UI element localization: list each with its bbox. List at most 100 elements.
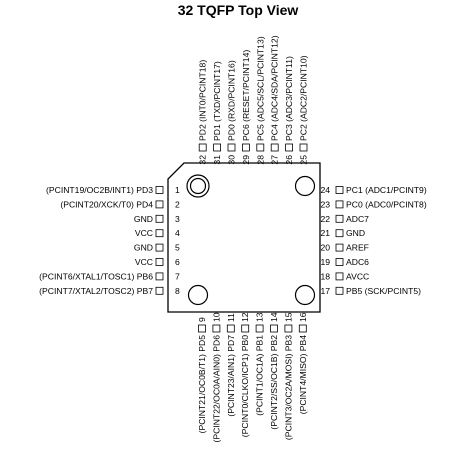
- package-body: [167, 162, 321, 313]
- pin-pad: [335, 286, 344, 295]
- pin-pad: [241, 324, 250, 333]
- pin-pad: [212, 324, 221, 333]
- pin-number: 27: [270, 155, 280, 165]
- diagram-title: 32 TQFP Top View: [178, 2, 299, 18]
- pin-label: PC0 (ADC0/PCINT8): [346, 199, 427, 209]
- pin-pad: [155, 272, 164, 281]
- pin-label: ADC7: [346, 214, 369, 224]
- pin-label: (PCINT6/XTAL1/TOSC1) PB6: [39, 271, 153, 281]
- pin-pad: [285, 143, 294, 152]
- pin-label: GND: [346, 228, 365, 238]
- pin-number: 5: [175, 243, 180, 253]
- pin-label: PD1 (TXD/PCINT17): [212, 61, 222, 141]
- pin-pad: [270, 143, 279, 152]
- pin-label: PC3 (ADC3/PCINT11): [284, 56, 294, 141]
- corner-circle: [294, 175, 316, 197]
- pin-label: AREF: [346, 243, 369, 253]
- pin-label: AVCC: [346, 271, 369, 281]
- pin-label: PD0 (RXD/PCINT16): [227, 60, 237, 141]
- pin-number: 16: [298, 312, 308, 322]
- pin1-indicator-circle: [186, 174, 210, 198]
- pin-pad: [155, 214, 164, 223]
- pin-number: 29: [241, 155, 251, 165]
- pin-number: 32: [198, 155, 208, 165]
- pin-pad: [155, 258, 164, 266]
- pin-pad: [227, 143, 236, 152]
- pin-label: (PCINT22/OC0A/AIN0) PD6: [211, 335, 221, 443]
- pin-label: (PCINT0/CLKO/ICP1) PB0: [240, 335, 250, 437]
- pin-number: 10: [211, 312, 221, 322]
- pin-pad: [298, 324, 307, 333]
- pin-pad: [335, 229, 344, 238]
- pin-pad: [270, 324, 278, 333]
- pin-number: 1: [175, 185, 180, 195]
- pin-pad: [335, 214, 344, 223]
- pin-pad: [198, 324, 206, 333]
- pin-pad: [284, 324, 293, 333]
- pin-number: 31: [212, 155, 222, 165]
- pin-pad: [155, 200, 164, 209]
- pin-pad: [335, 200, 344, 209]
- pin-number: 2: [175, 199, 180, 209]
- pin1-indicator-inner-circle: [189, 177, 207, 195]
- pin-pad: [155, 186, 164, 194]
- pin-number: 11: [226, 313, 236, 322]
- pin-number: 26: [284, 155, 294, 165]
- pin-pad: [255, 324, 264, 333]
- pin-pad: [155, 286, 164, 295]
- pin-number: 19: [320, 257, 330, 267]
- corner-circle: [294, 284, 316, 306]
- pin-label: (PCINT19/OC2B/INT1) PD3: [46, 185, 153, 195]
- pin-label: (PCINT20/XCK/T0) PD4: [60, 199, 153, 209]
- pin-number: 23: [320, 199, 330, 209]
- pin-pad: [241, 143, 250, 152]
- pin-pad: [299, 143, 308, 152]
- pin-pad: [213, 143, 222, 152]
- pin-label: PC2 (ADC2/PCINT10): [299, 55, 309, 141]
- pin-number: 22: [320, 214, 330, 224]
- pin-label: PB5 (SCK/PCINT5): [346, 286, 421, 296]
- pin-number: 18: [320, 271, 330, 281]
- pin-label: PC1 (ADC1/PCINT9): [346, 185, 427, 195]
- pin-number: 3: [175, 214, 180, 224]
- pin-label: (PCINT1/OC1A) PB1: [255, 335, 265, 416]
- pin-pad: [198, 143, 207, 152]
- pin-number: 15: [283, 312, 293, 322]
- pin-number: 6: [175, 257, 180, 267]
- pin-label: (PCINT2/SS/OC1B) PB2: [269, 335, 279, 430]
- pin-number: 24: [320, 185, 330, 195]
- pin-label: VCC: [135, 228, 153, 238]
- pin-pad: [335, 272, 344, 281]
- pin-pad: [226, 324, 235, 333]
- pin-number: 9: [197, 317, 207, 322]
- pin-pad: [256, 143, 265, 152]
- pin-number: 17: [320, 286, 330, 296]
- pin-label: (PCINT7/XTAL2/TOSC2) PB7: [39, 286, 153, 296]
- pin-number: 7: [175, 271, 180, 281]
- pin-label: VCC: [135, 257, 153, 267]
- pin-label: (PCINT23/AIN1) PD7: [226, 335, 236, 417]
- pin-label: (PCINT3/OC2A/MOSI) PB3: [283, 335, 293, 440]
- pin-number: 12: [240, 312, 250, 322]
- pin-pad: [335, 243, 344, 252]
- pin-label: (PCINT21/OC0B/T1) PD5: [197, 335, 207, 434]
- pins-layer: 1 (PCINT19/OC2B/INT1) PD3 2 (PCINT20/XCK/T0…: [39, 35, 427, 442]
- pin-number: 30: [227, 155, 237, 165]
- pin-number: 4: [175, 228, 180, 238]
- pin-label: PD2 (INT0/PCINT18): [198, 60, 208, 141]
- pin-label: ADC6: [346, 257, 369, 267]
- corner-circle: [187, 284, 209, 306]
- pin-label: PC4 (ADC4/SDA/PCINT12): [270, 35, 280, 141]
- pin-number: 28: [255, 155, 265, 165]
- pin-number: 8: [175, 286, 180, 296]
- pin-label: (PCINT4/MISO) PB4: [298, 335, 308, 414]
- pin-number: 20: [320, 243, 330, 253]
- pin-label: GND: [134, 214, 153, 224]
- pin-number: 21: [320, 228, 330, 238]
- pin-label: PC6 (RESET/PCINT14): [241, 50, 251, 141]
- pin-pad: [155, 229, 164, 238]
- pin-pad: [335, 258, 344, 266]
- pin-number: 14: [269, 312, 279, 322]
